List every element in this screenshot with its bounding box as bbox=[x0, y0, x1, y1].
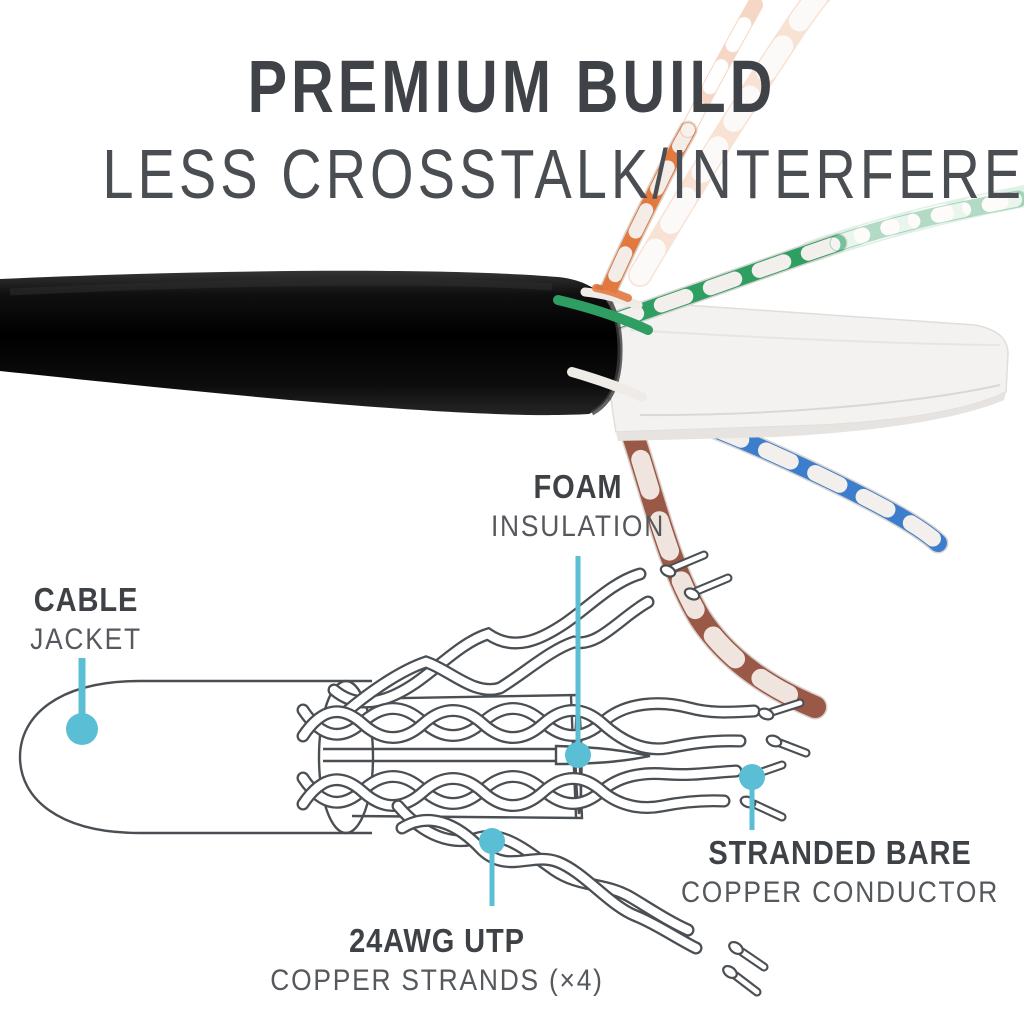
cutaway-diagram bbox=[18, 550, 811, 997]
green-pair-icon bbox=[602, 190, 1024, 332]
callout-strands-bold: 24AWG UTP bbox=[349, 922, 525, 959]
page-title: PREMIUM BUILD bbox=[247, 45, 777, 128]
callout-foam-light: INSULATION bbox=[490, 510, 666, 543]
diagonal-up-pair-icon bbox=[327, 550, 733, 719]
bottom-pair-icon bbox=[296, 760, 787, 822]
brown-pair-icon bbox=[612, 399, 828, 720]
callout-24awg-strands: 24AWG UTP COPPER STRANDS (×4) bbox=[248, 922, 627, 998]
opening-wires-icon bbox=[553, 284, 653, 402]
cable-photo bbox=[0, 0, 1024, 720]
callout-strands-light: COPPER STRANDS (×4) bbox=[270, 964, 604, 997]
callout-foam-bold: FOAM bbox=[533, 468, 623, 505]
callout-stranded-bare-conductor: STRANDED BARE COPPER CONDUCTOR bbox=[659, 834, 1020, 910]
callout-conductor-light: COPPER CONDUCTOR bbox=[680, 876, 1000, 909]
foam-spline-icon bbox=[608, 299, 1009, 441]
callout-conductor-bold: STRANDED BARE bbox=[708, 834, 972, 871]
callout-cable-jacket: CABLE JACKET bbox=[22, 581, 149, 657]
jacket-rim-icon bbox=[317, 679, 375, 835]
callout-jacket-bold: CABLE bbox=[33, 581, 139, 618]
callout-jacket-light: JACKET bbox=[30, 623, 142, 656]
orange-pair-icon bbox=[590, 0, 763, 320]
faded-orange-pair-icon bbox=[628, 0, 831, 287]
strands-pointer-dot bbox=[479, 828, 505, 854]
jacket-pointer-dot bbox=[66, 713, 98, 745]
diagonal-down-pair-icon bbox=[391, 799, 769, 997]
foam-pointer-dot bbox=[565, 742, 591, 768]
cable-jacket-icon bbox=[0, 270, 623, 416]
page-subtitle: LESS CROSSTALK/INTERFERENCE bbox=[102, 135, 1024, 213]
top-pair-icon bbox=[296, 697, 811, 758]
callout-foam-insulation: FOAM INSULATION bbox=[479, 468, 677, 544]
conductor-pointer-dot bbox=[739, 764, 765, 790]
callout-pointers bbox=[66, 556, 765, 906]
